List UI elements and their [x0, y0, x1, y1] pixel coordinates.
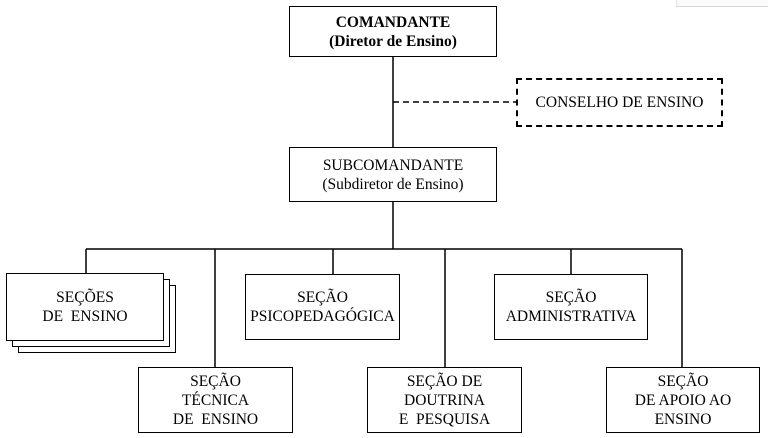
psicopedagogica-line1: SEÇÃO: [297, 289, 348, 306]
comandante-box: COMANDANTE (Diretor de Ensino): [289, 6, 497, 57]
comandante-subtitle: (Diretor de Ensino): [329, 32, 457, 50]
secoes-ensino-line1: SEÇÕES: [56, 289, 114, 306]
tecnica-line2: TÉCNICA: [181, 391, 250, 409]
administrativa-line1: SEÇÃO: [545, 289, 597, 306]
tecnica-ensino-box: SEÇÃO TÉCNICA DE ENSINO: [138, 367, 293, 433]
secoes-ensino-box: SEÇÕES DE ENSINO: [6, 273, 164, 341]
conselho-ensino-box: CONSELHO DE ENSINO: [516, 78, 723, 127]
doutrina-pesquisa-box: SEÇÃO DE DOUTRINA E PESQUISA: [367, 367, 522, 433]
psicopedagogica-line2: PSICOPEDAGÓGICA: [250, 308, 395, 325]
apoio-line3: ENSINO: [654, 410, 712, 428]
tecnica-line1: SEÇÃO: [190, 372, 241, 390]
conselho-ensino-label: CONSELHO DE ENSINO: [535, 94, 704, 111]
apoio-ensino-box: SEÇÃO DE APOIO AO ENSINO: [606, 367, 760, 433]
secoes-ensino-line2: DE ENSINO: [42, 308, 128, 325]
psicopedagogica-box: SEÇÃO PSICOPEDAGÓGICA: [245, 274, 400, 340]
subcomandante-box: SUBCOMANDANTE (Subdiretor de Ensino): [289, 147, 497, 202]
subcomandante-title: SUBCOMANDANTE: [322, 156, 464, 174]
tecnica-line3: DE ENSINO: [172, 410, 259, 428]
subcomandante-subtitle: (Subdiretor de Ensino): [322, 175, 464, 193]
doutrina-line2: DOUTRINA: [404, 391, 485, 409]
apoio-line2: DE APOIO AO: [634, 391, 732, 409]
doutrina-line3: E PESQUISA: [398, 410, 491, 428]
comandante-title: COMANDANTE: [335, 13, 451, 31]
administrativa-box: SEÇÃO ADMINISTRATIVA: [494, 274, 648, 340]
administrativa-line2: ADMINISTRATIVA: [505, 308, 637, 325]
window-corner-fragment: [676, 0, 768, 7]
doutrina-line1: SEÇÃO DE: [406, 372, 483, 390]
apoio-line1: SEÇÃO: [657, 372, 709, 390]
